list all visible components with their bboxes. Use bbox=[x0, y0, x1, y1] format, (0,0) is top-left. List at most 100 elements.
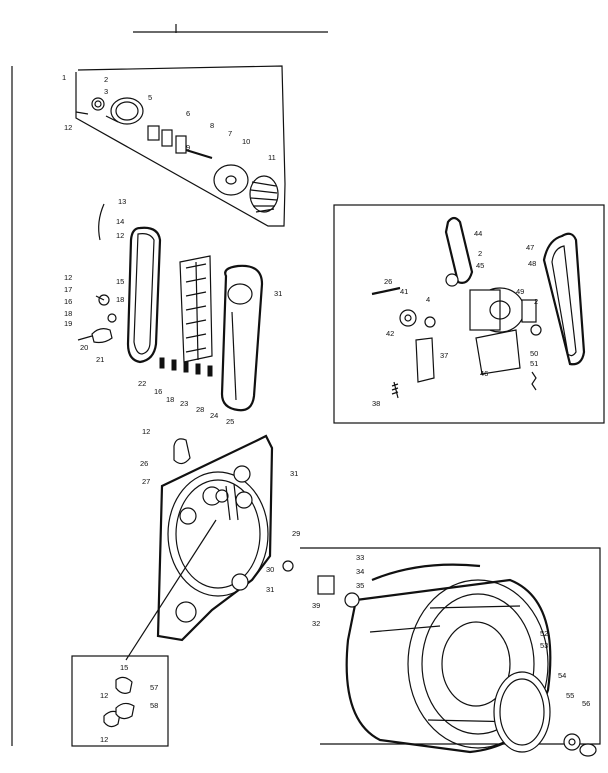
callout: 17 bbox=[64, 285, 72, 294]
callout: 4 bbox=[426, 295, 430, 304]
callout: 37 bbox=[440, 351, 448, 360]
callout: 1 bbox=[62, 73, 66, 82]
callout: 16 bbox=[154, 387, 162, 396]
callout: 53 bbox=[540, 641, 548, 650]
part-drive-belt bbox=[126, 226, 162, 364]
callout: 55 bbox=[566, 691, 574, 700]
callout: 10 bbox=[242, 137, 250, 146]
callout: 20 bbox=[80, 343, 88, 352]
callout: 19 bbox=[64, 319, 72, 328]
callout: 12 bbox=[142, 427, 150, 436]
callout: 48 bbox=[528, 259, 536, 268]
part-roller bbox=[563, 733, 581, 751]
part-pulley-disc bbox=[213, 164, 249, 196]
callout: 28 bbox=[196, 405, 204, 414]
part-cover bbox=[173, 438, 191, 465]
callout: 52 bbox=[540, 629, 548, 638]
part-idler-pulley bbox=[399, 309, 417, 327]
part-motor-pulley bbox=[445, 273, 459, 287]
callout: 15 bbox=[120, 663, 128, 672]
callout: 57 bbox=[150, 683, 158, 692]
callout: 12 bbox=[64, 123, 72, 132]
callout: 25 bbox=[226, 417, 234, 426]
part-heater-rack bbox=[179, 255, 213, 363]
callout: 58 bbox=[150, 701, 158, 710]
part-rollers-support bbox=[115, 676, 133, 694]
callout: 11 bbox=[268, 153, 276, 162]
callout: 18 bbox=[64, 309, 72, 318]
leader-to-inset bbox=[125, 519, 217, 661]
callout: 39 bbox=[312, 601, 320, 610]
callout: 50 bbox=[530, 349, 538, 358]
callout: 42 bbox=[386, 329, 394, 338]
callout: 3 bbox=[104, 87, 108, 96]
callout: 23 bbox=[180, 399, 188, 408]
callout: 31 bbox=[290, 469, 298, 478]
callout: 34 bbox=[356, 567, 364, 576]
callout: 9 bbox=[186, 143, 190, 152]
part-bulkhead bbox=[156, 434, 274, 642]
callout: 12 bbox=[64, 273, 72, 282]
callout: 29 bbox=[292, 529, 300, 538]
callout: 30 bbox=[266, 565, 274, 574]
callout: 12 bbox=[116, 231, 124, 240]
callout: 12 bbox=[100, 691, 108, 700]
callout: 41 bbox=[400, 287, 408, 296]
callout: 2 bbox=[534, 297, 538, 306]
callout: 32 bbox=[312, 619, 320, 628]
top-mark-label: I bbox=[300, 13, 302, 22]
callout: 51 bbox=[530, 359, 538, 368]
part-drum-ring bbox=[493, 671, 551, 753]
callout: 44 bbox=[474, 229, 482, 238]
callout: 13 bbox=[118, 197, 126, 206]
part-blower-housing bbox=[220, 264, 264, 412]
rear-bulkhead-group bbox=[125, 434, 274, 661]
callout: 46 bbox=[480, 369, 488, 378]
belt-housing-group bbox=[77, 203, 264, 412]
part-long-belt bbox=[542, 232, 586, 366]
callout: 38 bbox=[372, 399, 380, 408]
part-motor-belt bbox=[444, 216, 474, 284]
part-belt-arc bbox=[98, 203, 105, 241]
callout: 21 bbox=[96, 355, 104, 364]
part-idler-bracket-2 bbox=[415, 337, 435, 383]
callout: 35 bbox=[356, 581, 364, 590]
callout-labels: 1 2 3 12 5 6 8 7 10 9 11 13 14 12 12 15 … bbox=[62, 13, 590, 744]
drum-group bbox=[282, 547, 601, 757]
callout: 56 bbox=[582, 699, 590, 708]
small-inset-group bbox=[71, 655, 169, 747]
part-idler-shaft bbox=[371, 286, 401, 296]
part-rear-bearing bbox=[317, 575, 335, 595]
callout: 2 bbox=[478, 249, 482, 258]
callout: 24 bbox=[210, 411, 218, 420]
callout: 26 bbox=[140, 459, 148, 468]
callout: 54 bbox=[558, 671, 566, 680]
part-idler-bracket bbox=[91, 328, 113, 344]
part-bearing bbox=[147, 125, 160, 141]
callout: 22 bbox=[138, 379, 146, 388]
motor-inset-group bbox=[333, 204, 605, 424]
part-nut bbox=[91, 97, 105, 111]
part-motor bbox=[469, 287, 537, 375]
callout: 2 bbox=[104, 75, 108, 84]
callout: 16 bbox=[64, 297, 72, 306]
top-header-mark bbox=[133, 24, 328, 33]
callout: 45 bbox=[476, 261, 484, 270]
callout: 27 bbox=[142, 477, 150, 486]
callout: 18 bbox=[166, 395, 174, 404]
callout: 6 bbox=[186, 109, 190, 118]
callout: 8 bbox=[210, 121, 214, 130]
part-shaft bbox=[185, 148, 213, 160]
callout: 49 bbox=[516, 287, 524, 296]
callout: 7 bbox=[228, 129, 232, 138]
callout: 15 bbox=[116, 277, 124, 286]
callout: 14 bbox=[116, 217, 124, 226]
callout: 18 bbox=[116, 295, 124, 304]
part-spring bbox=[391, 381, 399, 399]
callout: 5 bbox=[148, 93, 152, 102]
part-drum-seal bbox=[371, 563, 481, 582]
callout: 31 bbox=[274, 289, 282, 298]
bearing-assembly-group bbox=[75, 65, 286, 227]
